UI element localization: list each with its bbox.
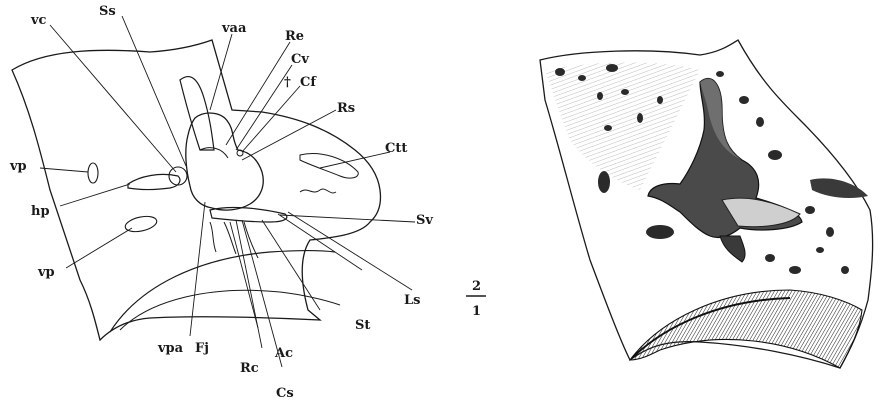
label-cf: Cf <box>300 75 317 90</box>
engraving <box>540 40 873 368</box>
label-cv: Cv <box>291 52 309 67</box>
leader-lines <box>40 16 415 367</box>
label-cs: Cs <box>276 386 294 401</box>
scale-denominator: 1 <box>472 304 481 319</box>
label-vaa: vaa <box>221 21 247 36</box>
label-ss: Ss <box>99 4 116 19</box>
label-fj: Fj <box>195 341 209 356</box>
vp-upper-foramen <box>88 163 98 183</box>
label-dagger: † <box>284 75 291 90</box>
scale-numerator: 2 <box>472 279 481 294</box>
lower-appendage <box>720 236 745 262</box>
labels: vc Ss vaa Re Cv † Cf Rs Ctt vp hp Sv vp … <box>9 4 433 401</box>
hp-process <box>128 174 180 189</box>
fossa-curve-lower <box>120 290 340 330</box>
label-re: Re <box>285 29 304 44</box>
side-fossa <box>810 178 868 198</box>
label-vc: vc <box>30 13 47 28</box>
label-ctt: Ctt <box>385 141 407 156</box>
wavy-edge <box>300 189 336 193</box>
scale-fraction: 2 1 <box>466 279 486 319</box>
label-vpa: vpa <box>157 341 184 356</box>
vp-lower-foramen <box>124 214 158 234</box>
label-rs: Rs <box>337 101 355 116</box>
label-ls: Ls <box>404 293 420 308</box>
outline-drawing <box>12 40 381 340</box>
label-ac: Ac <box>274 346 293 361</box>
label-st: St <box>355 318 370 333</box>
spongy-region <box>545 63 700 191</box>
label-rc: Rc <box>240 361 259 376</box>
central-body <box>186 113 263 210</box>
label-vp-upper: vp <box>9 159 27 174</box>
label-sv: Sv <box>416 213 433 228</box>
label-hp: hp <box>31 204 50 219</box>
label-vp-lower: vp <box>37 265 55 280</box>
